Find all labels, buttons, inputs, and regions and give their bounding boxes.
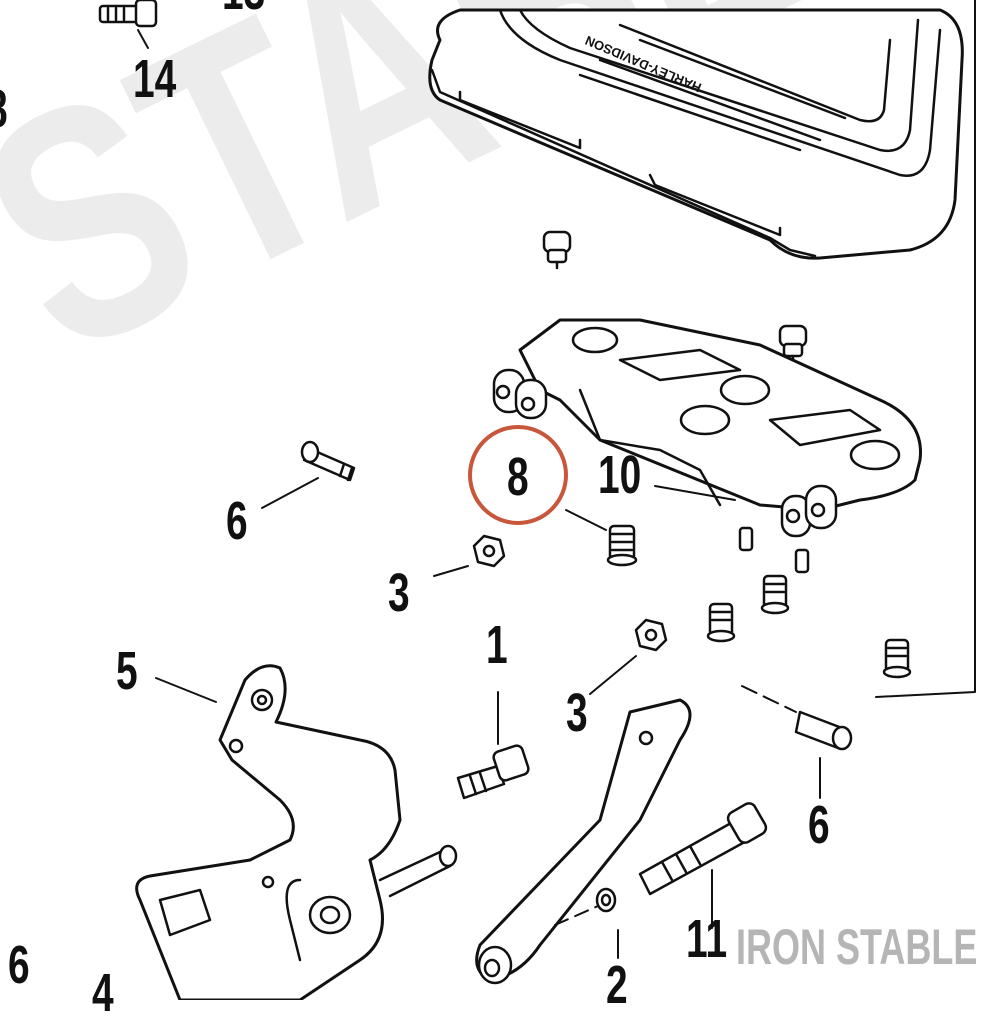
callout-6-upper: 6 (226, 491, 248, 551)
leader-6-right (741, 685, 797, 713)
mount-bracket-part-5 (135, 664, 458, 1000)
nut-part-3-upper (472, 534, 506, 568)
screw-part-14 (98, 0, 158, 28)
callout-14: 14 (133, 49, 177, 109)
long-bolt-part-11 (638, 802, 768, 896)
leader-3-upper (433, 565, 469, 577)
stud-part-b (706, 602, 736, 643)
footboard-cover-part (428, 8, 964, 260)
callout-4: 4 (92, 963, 114, 1023)
callout-11: 11 (686, 909, 728, 969)
stud-part-a (760, 574, 790, 615)
callout-1: 1 (486, 615, 508, 675)
leader-3-lower (589, 655, 637, 695)
callout-3-upper: 3 (388, 563, 410, 623)
leader-14 (137, 29, 149, 49)
leader-8 (565, 509, 607, 531)
bumper-part-right (778, 324, 808, 364)
small-pin-part-b (794, 548, 810, 574)
stud-part-c (882, 638, 912, 679)
leader-10 (654, 485, 736, 501)
callout-6-lower: 6 (8, 935, 30, 995)
leader-6-upper (261, 477, 319, 509)
callout-8: 8 (507, 447, 529, 507)
leader-pivot (554, 905, 599, 926)
exploded-parts-diagram (98, 0, 976, 1000)
callout-10: 10 (598, 445, 642, 505)
callout-13: 13 (222, 0, 265, 18)
stud-part-8 (606, 524, 638, 567)
highlight-circle (468, 425, 568, 525)
washer-part-2 (595, 887, 617, 913)
pedal-arm-part (475, 698, 692, 985)
callout-8-left: 8 (0, 82, 8, 136)
callout-6-right: 6 (808, 795, 830, 855)
small-pin-part-a (738, 526, 754, 552)
callout-2: 2 (606, 955, 628, 1015)
clevis-pin-part-6-upper (300, 440, 356, 482)
callout-5: 5 (116, 641, 138, 701)
callout-3-lower: 3 (566, 683, 588, 743)
group-bracket (875, 0, 976, 698)
clevis-pin-part-6-right (794, 710, 853, 751)
leader-5 (155, 677, 217, 703)
nut-part-3-lower (634, 618, 668, 652)
footboard-base-part-10 (492, 318, 922, 538)
bolt-part-1 (456, 744, 530, 800)
brand-watermark: IRON STABLE (736, 919, 978, 975)
bumper-part-upper (542, 230, 572, 270)
